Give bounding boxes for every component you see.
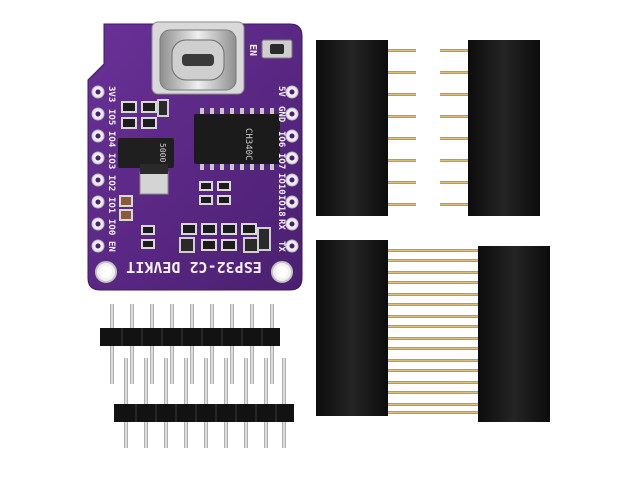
en-button [261, 39, 293, 59]
gold-pins [388, 49, 416, 206]
left-pin-labels: 3V3 IO5 IO4 IO3 IO2 IO1 IO0 EN [106, 86, 116, 252]
pin-label: IO18 [276, 195, 286, 217]
pin-label: RX [276, 219, 286, 230]
male-header-top [100, 304, 280, 384]
female-header-short-left [316, 40, 416, 216]
ch340c-marking: CH340C [243, 128, 253, 161]
pin-label: IO6 [276, 131, 286, 147]
mounting-holes [95, 261, 293, 283]
pin-label: IO4 [106, 131, 116, 148]
ch340c-chip: CH340C [194, 108, 280, 170]
pin-label: 3V3 [106, 86, 116, 102]
smd-components [119, 99, 271, 253]
en-button-label: EN [247, 44, 258, 56]
long-gold-pins [388, 249, 478, 414]
pin-label: IO1 [106, 197, 116, 213]
pin-label: IO7 [276, 153, 286, 169]
pin-label: IO5 [106, 109, 116, 125]
female-header-short-right [440, 40, 540, 216]
male-header-bottom [114, 358, 294, 448]
pin-label: GND [276, 106, 286, 123]
pin-label: 5V [276, 86, 286, 97]
pin-label: IO0 [106, 219, 116, 235]
pin-label: IO3 [106, 153, 116, 169]
pin-label: IO2 [106, 175, 116, 191]
small-chip: 5000 [118, 138, 174, 168]
pin-label: IO10 [276, 173, 286, 195]
usb-c-connector [151, 21, 245, 95]
board-title: ESP32-C2 DEVKIT [126, 258, 261, 276]
pin-label: EN [106, 241, 116, 252]
right-pin-labels: 5V GND IO6 IO7 IO10 IO18 RX TX [276, 86, 286, 252]
voltage-regulator [139, 171, 169, 195]
small-chip-marking: 5000 [158, 143, 167, 162]
gold-pins [440, 49, 468, 206]
esp32-c2-board: EN CH340C 5000 [87, 21, 303, 291]
stacking-header-pair [316, 240, 550, 422]
pin-label: TX [276, 241, 286, 252]
